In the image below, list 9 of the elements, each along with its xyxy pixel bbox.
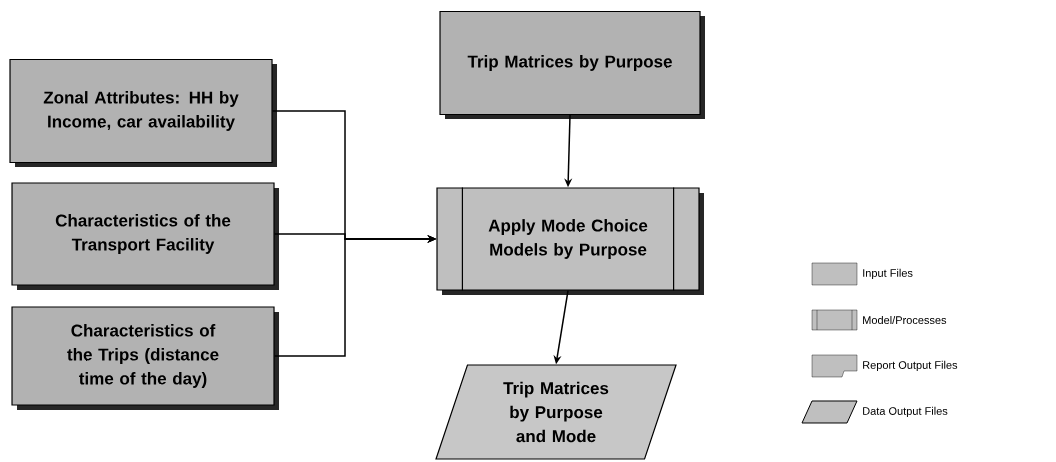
legend-label: Input Files: [863, 268, 913, 280]
process-box: Apply Mode Choice Models by Purpose: [436, 186, 704, 295]
input-box: Characteristics of the Transport Facility: [11, 182, 279, 290]
input-box: Characteristics of the Trips (distance time of the day): [11, 306, 279, 410]
input-box: Zonal Attributes: HH by Income, car availability: [9, 58, 277, 167]
input-box: Trip Matrices by Purpose: [439, 10, 705, 119]
legend-label: Report Output Files: [863, 360, 958, 372]
legend-label: Data Output Files: [863, 406, 948, 418]
legend-label: Model/Processes: [863, 315, 947, 325]
